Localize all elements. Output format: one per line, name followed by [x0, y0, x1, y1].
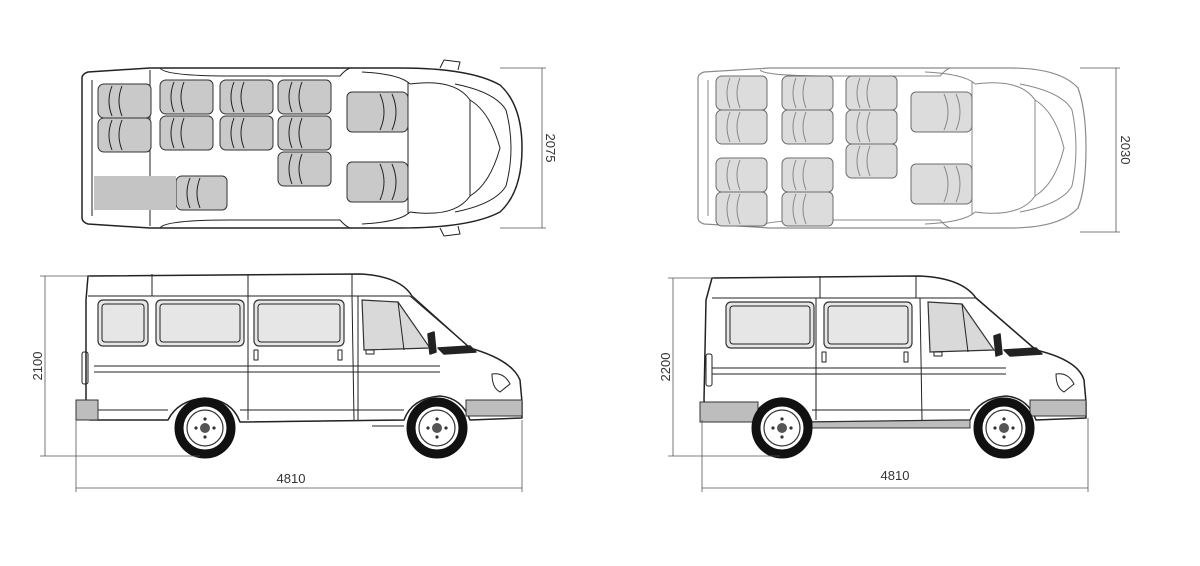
left-van-seat — [277, 79, 332, 115]
right-van-rear-wheel — [751, 397, 813, 459]
left-van-height-label: 2100 — [30, 352, 45, 381]
right-van-seat — [845, 109, 898, 145]
left-van-seat — [277, 115, 332, 151]
right-van-height-label: 2200 — [658, 353, 673, 382]
left-van-front-bumper — [465, 399, 523, 417]
right-van-width-dimension: 2030 — [1080, 67, 1133, 233]
left-van-top-view: 2075 — [81, 59, 558, 237]
left-van-passenger-seat — [346, 161, 409, 203]
right-van-seat — [715, 191, 768, 227]
right-van-seat — [715, 75, 768, 111]
right-van-height-dimension: 2200 — [658, 277, 780, 457]
right-van-length-dimension: 4810 — [701, 418, 1089, 492]
right-van-width-label: 2030 — [1118, 136, 1133, 165]
right-van-seat — [781, 109, 834, 145]
left-van-side-view: 2100 4810 — [30, 273, 523, 492]
left-van-height-dimension: 2100 — [30, 275, 200, 457]
left-van-width-label: 2075 — [543, 134, 558, 163]
left-van-seat — [97, 83, 152, 119]
right-van-seat — [715, 157, 768, 193]
left-van-length-dimension: 4810 — [75, 420, 523, 492]
right-van-rear-bumper — [699, 401, 759, 423]
left-van-seat — [219, 79, 274, 115]
left-van-side-window — [155, 299, 245, 347]
left-van-seat — [175, 175, 228, 211]
right-van-length-label: 4810 — [881, 468, 910, 483]
right-van-seat — [781, 191, 834, 227]
right-van-passenger-seat — [910, 163, 973, 205]
left-van-rear-bumper — [75, 399, 99, 421]
right-van-seat — [845, 75, 898, 111]
left-van-seat — [97, 117, 152, 153]
left-van-width-dimension: 2075 — [500, 67, 558, 229]
left-van-seat — [159, 115, 214, 151]
left-van-cargo-area — [94, 176, 176, 210]
right-van-seat — [845, 143, 898, 179]
left-van-seat — [159, 79, 214, 115]
right-van-seat — [781, 75, 834, 111]
left-van-rear-wheel — [174, 397, 236, 459]
right-van-side-window — [823, 301, 913, 349]
left-van-front-wheel — [406, 397, 468, 459]
right-van-driver-seat — [910, 91, 973, 133]
left-van-seat — [277, 151, 332, 187]
right-van-top-view: 2030 — [697, 67, 1133, 233]
right-van-front-bumper — [1029, 399, 1087, 417]
right-van-seat — [781, 157, 834, 193]
left-van-side-window — [253, 299, 345, 347]
left-van-length-label: 4810 — [277, 471, 306, 486]
left-van-rear-window — [97, 299, 149, 347]
right-van-side-view: 2200 4810 — [658, 275, 1089, 492]
right-van-seat — [715, 109, 768, 145]
right-van-front-wheel — [973, 397, 1035, 459]
left-van-seat — [219, 115, 274, 151]
left-van-driver-seat — [346, 91, 409, 133]
right-van-cab-window — [927, 301, 996, 353]
right-van-side-window — [725, 301, 815, 349]
